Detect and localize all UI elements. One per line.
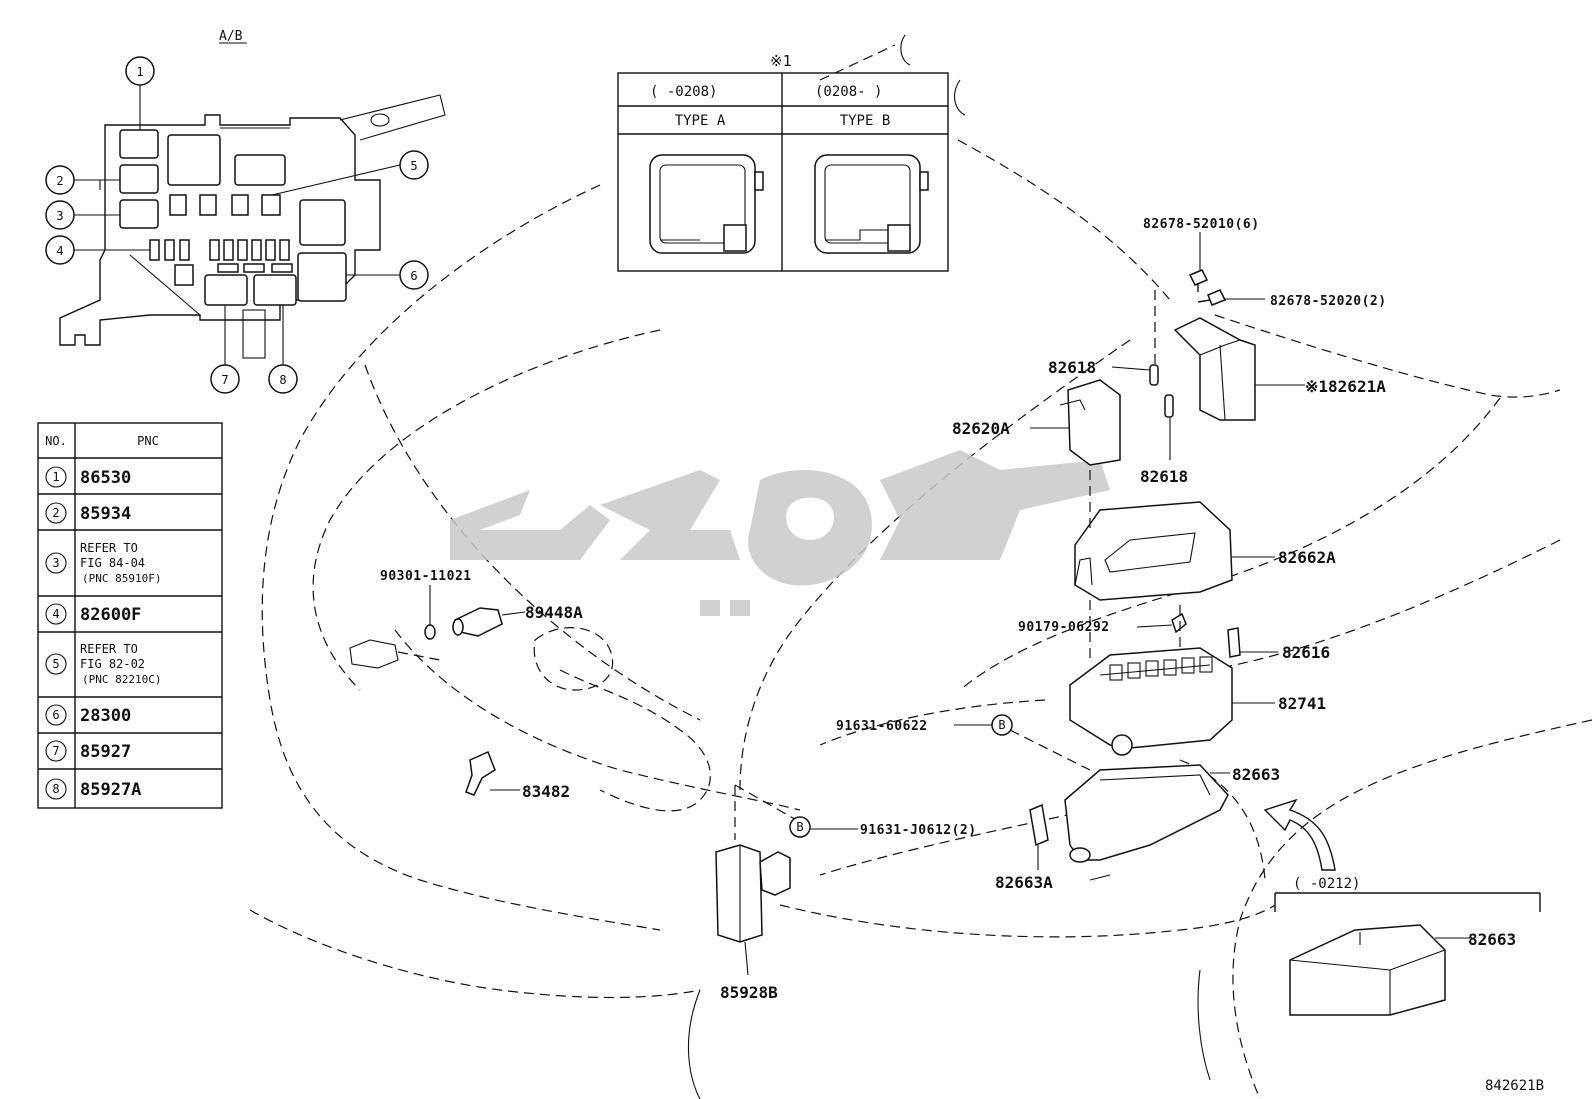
col2-range: (0208- ) [815, 84, 882, 100]
col-no-header: NO. [45, 434, 67, 448]
label-90179-06292: 90179-06292 [1018, 620, 1110, 635]
type-b-cover [814, 154, 929, 254]
table-row: 3 REFER TO FIG 84-04 (PNC 85910F) [45, 541, 161, 585]
svg-text:4: 4 [56, 244, 63, 258]
type-table: ※1 ( -0208) (0208- ) TYPE A TYPE B [617, 52, 949, 272]
svg-text:(PNC 85910F): (PNC 85910F) [82, 572, 161, 585]
label-91631-60622: 91631-60622 [836, 719, 928, 734]
table-row: 5 REFER TO FIG 82-02 (PNC 82210C) [45, 642, 161, 686]
cover-82621a [1173, 317, 1305, 421]
sensor-89448a [452, 607, 526, 637]
watermark-logo [450, 450, 1110, 616]
callout-1: 1 [125, 56, 155, 86]
svg-text:3: 3 [56, 209, 63, 223]
note-mark: ※1 [770, 52, 792, 70]
svg-text:3: 3 [52, 556, 59, 570]
inset-box: ( -0212) 82663 [1274, 876, 1541, 1016]
svg-text:2: 2 [52, 506, 59, 520]
label-83482: 83482 [522, 782, 570, 801]
cover-82662a [1074, 501, 1275, 601]
col1-type: TYPE A [675, 113, 726, 129]
label-82663: 82663 [1232, 765, 1280, 784]
label-82621a: ※182621A [1305, 377, 1386, 396]
svg-text:FIG 82-02: FIG 82-02 [80, 657, 145, 671]
svg-text:8: 8 [279, 373, 286, 387]
svg-text:6: 6 [52, 708, 59, 722]
svg-text:REFER TO: REFER TO [80, 541, 138, 555]
svg-text:7: 7 [221, 373, 228, 387]
svg-text:4: 4 [52, 607, 59, 621]
callout-4: 4 [45, 235, 75, 265]
callout-8: 8 [268, 364, 298, 394]
label-82616: 82616 [1282, 643, 1330, 662]
callout-6: 6 [399, 260, 429, 290]
fuse-block-assembly: B B [734, 232, 1336, 881]
svg-text:85927A: 85927A [80, 780, 141, 800]
table-row: 7 85927 [45, 740, 131, 762]
bolt-callout-b-2: B [789, 816, 811, 838]
bolt-82678-52010 [1188, 232, 1209, 292]
type-a-cover [649, 154, 764, 254]
svg-text:82600F: 82600F [80, 605, 141, 625]
svg-text:FIG 84-04: FIG 84-04 [80, 556, 145, 570]
label-82678-52010: 82678-52010(6) [1143, 217, 1260, 232]
table-row: 4 82600F [45, 603, 141, 625]
svg-text:(PNC 82210C): (PNC 82210C) [82, 673, 161, 686]
svg-text:28300: 28300 [80, 706, 131, 726]
label-89448a: 89448A [525, 603, 583, 622]
svg-text:REFER TO: REFER TO [80, 642, 138, 656]
label-85928b: 85928B [720, 983, 778, 1002]
svg-text:1: 1 [52, 470, 59, 484]
table-row: 6 28300 [45, 704, 131, 726]
label-82620a: 82620A [952, 419, 1010, 438]
label-82678-52020: 82678-52020(2) [1270, 294, 1387, 309]
col2-type: TYPE B [840, 113, 891, 129]
label-82662a: 82662A [1278, 548, 1336, 567]
svg-text:86530: 86530 [80, 468, 131, 488]
col-pnc-header: PNC [137, 434, 159, 448]
svg-text:B: B [796, 820, 803, 834]
lower-case-82663 [1064, 764, 1230, 881]
svg-text:8: 8 [52, 782, 59, 796]
table-row: 2 85934 [45, 502, 131, 524]
fuse-box-82741 [1069, 647, 1275, 756]
callout-7: 7 [210, 364, 240, 394]
svg-text:7: 7 [52, 744, 59, 758]
callout-3: 3 [45, 200, 75, 230]
label-82618-top: 82618 [1048, 358, 1096, 377]
label-90301-11021: 90301-11021 [380, 569, 472, 584]
svg-text:6: 6 [410, 269, 417, 283]
inset-part-label: 82663 [1468, 930, 1516, 949]
table-row: 8 85927A [45, 778, 141, 800]
sensor-83482 [465, 750, 520, 796]
pnc-table: NO. PNC 1 86530 2 85934 3 REFER TO FIG 8… [37, 422, 223, 809]
svg-text:5: 5 [410, 159, 417, 173]
ab-label: A/B [219, 29, 243, 44]
figure-code: 842621B [1485, 1078, 1544, 1094]
relay-82620a [1030, 379, 1121, 466]
callout-5: 5 [399, 150, 429, 180]
col1-range: ( -0208) [650, 84, 717, 100]
part-labels: 82678-52010(6) 82678-52020(2) 82618 8262… [380, 217, 1544, 1094]
svg-text:1: 1 [136, 65, 143, 79]
module-85928b [715, 844, 791, 976]
relay-block-schematic: A/B [45, 29, 446, 394]
svg-text:85934: 85934 [80, 504, 131, 524]
inset-range: ( -0212) [1293, 876, 1360, 892]
label-82663a: 82663A [995, 873, 1053, 892]
label-91631-j0612: 91631-J0612(2) [860, 823, 977, 838]
callout-2: 2 [45, 165, 75, 195]
table-row: 1 86530 [45, 466, 131, 488]
svg-text:85927: 85927 [80, 742, 131, 762]
label-82618-bottom: 82618 [1140, 467, 1188, 486]
svg-text:B: B [998, 718, 1005, 732]
label-82741: 82741 [1278, 694, 1326, 713]
bracket-left [349, 639, 441, 669]
svg-text:2: 2 [56, 174, 63, 188]
svg-text:5: 5 [52, 657, 59, 671]
bolt-82678-52020 [1197, 289, 1265, 306]
bolt-callout-b-1: B [991, 714, 1013, 736]
